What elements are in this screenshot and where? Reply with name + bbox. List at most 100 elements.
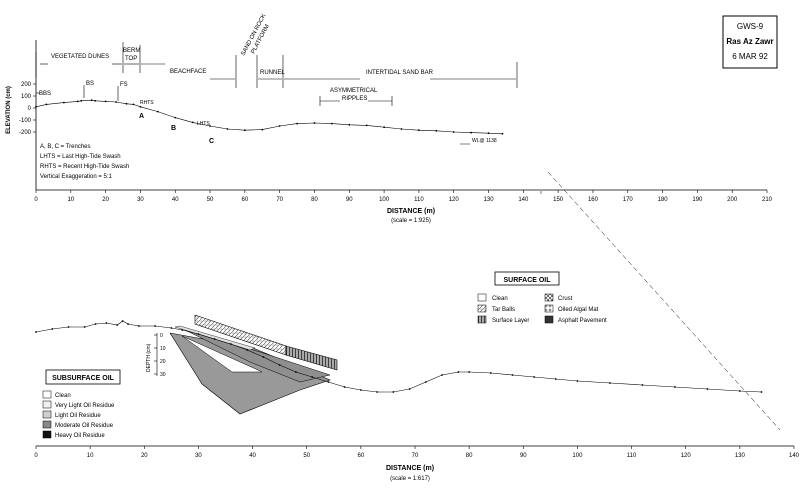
x-tick-label: 30 [195, 453, 202, 459]
profile-point [383, 126, 385, 129]
marker-rhts: RHTS [140, 100, 154, 106]
profile-x-label: DISTANCE (m) [387, 208, 435, 215]
svg-text:Light Oil Residue: Light Oil Residue [55, 413, 101, 419]
oil-profile-point [576, 380, 579, 382]
x-tick-label: 80 [466, 453, 473, 459]
svg-text:Moderate Oil Residue: Moderate Oil Residue [55, 423, 114, 429]
trench-a: A [139, 113, 144, 120]
svg-text:20: 20 [160, 359, 166, 365]
oil-profile-point [116, 324, 119, 326]
oil-profile-point [246, 349, 249, 351]
svg-text:0: 0 [160, 333, 163, 339]
x-tick-label: 20 [141, 453, 148, 459]
oil-profile-point [137, 325, 140, 327]
profile-point [45, 103, 48, 106]
oil-profile-point [294, 371, 297, 373]
svg-text:Clean: Clean [55, 393, 71, 399]
station-id: GWS-9 [737, 22, 764, 31]
oil-profile-line [35, 320, 762, 393]
marker-fs: FS [120, 82, 128, 88]
profile-point [313, 122, 316, 124]
surface-oil-title: SURFACE OIL [503, 277, 551, 284]
profile-x-scale: (scale = 1:925) [391, 218, 431, 224]
profile-point [452, 131, 455, 133]
oil-profile-point [51, 328, 54, 330]
oil-profile-points [35, 320, 763, 393]
x-tick-label: 80 [311, 197, 318, 203]
depth-label: DEPTH (cm) [146, 343, 152, 372]
profile-point [365, 124, 368, 127]
svg-text:30: 30 [160, 372, 166, 378]
zone-intertidal-sand-bar: INTERTIDAL SAND BAR [366, 70, 434, 76]
x-tick-label: 110 [414, 197, 424, 203]
station-place: Ras Az Zawr [726, 37, 773, 46]
svg-text:LHTS = Last High-Tide Swash: LHTS = Last High-Tide Swash [40, 154, 121, 160]
oil-profile-point [67, 326, 70, 328]
profile-point [278, 125, 281, 127]
oil-profile-point [127, 323, 129, 325]
oil-profile-point [468, 371, 471, 373]
zone-berm: BERM [123, 48, 140, 54]
oil-profile-point [343, 386, 346, 388]
profile-point [435, 129, 438, 132]
x-tick-label: 170 [623, 197, 634, 203]
x-tick-label: 140 [789, 453, 800, 459]
x-tick-label: 150 [553, 197, 564, 203]
x-tick-label: 100 [572, 453, 583, 459]
marker-lhts: LHTS [197, 121, 210, 127]
svg-text:A, B, C = Trenches: A, B, C = Trenches [40, 144, 91, 150]
zone-annotations [35, 42, 518, 106]
oil-profile-point [706, 388, 709, 390]
profile-point [125, 102, 128, 105]
profile-point [348, 123, 351, 126]
x-tick-label: 90 [346, 197, 353, 203]
oil-profile-point [738, 390, 741, 392]
x-tick-label: 130 [484, 197, 495, 203]
marker-bs: BS [86, 81, 94, 87]
x-tick-label: 120 [449, 197, 460, 203]
oil-profile-point [94, 323, 97, 325]
svg-text:Clean: Clean [492, 296, 508, 302]
x-tick-label: 70 [276, 197, 283, 203]
x-tick-label: 110 [627, 453, 637, 459]
oil-profile-point [311, 376, 314, 378]
y-tick-label: 0 [28, 106, 32, 112]
oil-profile-point [609, 382, 611, 384]
profile-point [470, 131, 473, 134]
x-tick-label: 0 [34, 453, 38, 459]
zone-berm-top: TOP [125, 56, 137, 62]
oil-profile-point [170, 327, 173, 329]
oil-profile-point [408, 388, 411, 390]
y-tick-label: 100 [21, 94, 32, 100]
x-tick-label: 10 [87, 453, 94, 459]
x-tick-label: 20 [102, 197, 109, 203]
profile-point [243, 129, 246, 132]
zone-ripples: RIPPLES [342, 96, 367, 102]
oil-profile-point [327, 381, 330, 383]
oil-profile-point [641, 384, 644, 386]
oil-profile-point [673, 386, 676, 388]
oil-profile-point [230, 343, 232, 345]
x-tick-label: 40 [172, 197, 179, 203]
profile-point [90, 99, 93, 102]
profile-point [80, 99, 83, 102]
x-tick-label: 10 [67, 197, 74, 203]
oil-profile-point [105, 322, 108, 324]
oil-profile-point [197, 333, 200, 335]
profile-points [35, 99, 504, 135]
profile-point [62, 101, 65, 104]
oil-profile-point [489, 372, 492, 374]
oil-profile-point [760, 391, 763, 393]
svg-text:Vertical Exaggeration = 5:1: Vertical Exaggeration = 5:1 [40, 174, 113, 180]
x-tick-label: 160 [588, 197, 599, 203]
oil-profile-point [83, 326, 86, 328]
oil-profile-point [262, 356, 265, 358]
x-tick-label: 210 [762, 197, 773, 203]
profile-point [501, 132, 504, 135]
x-tick-label: 50 [207, 197, 214, 203]
